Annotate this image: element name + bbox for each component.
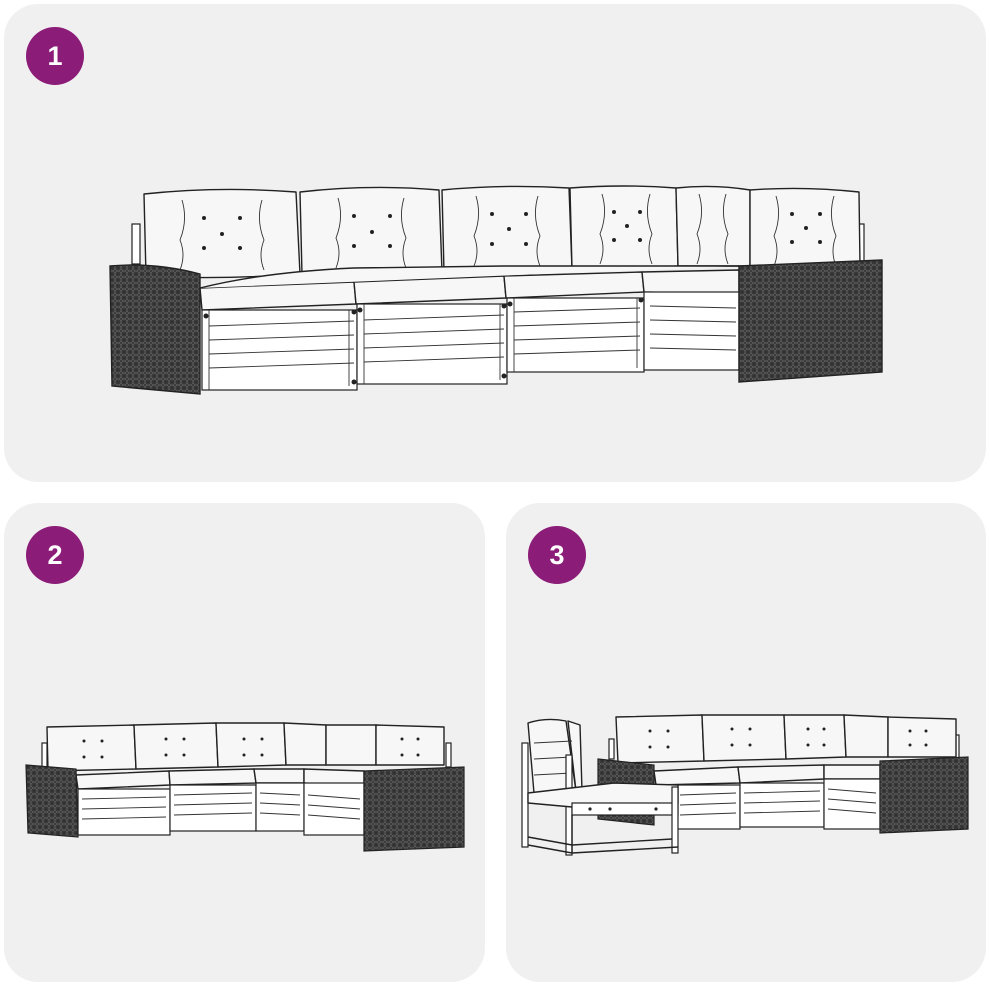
wicker-armrest-left xyxy=(109,264,201,395)
step-badge-1: 1 xyxy=(26,27,84,85)
sofa-illustration-3 xyxy=(521,714,969,856)
corner-module xyxy=(521,718,679,856)
wicker-armrest-right xyxy=(363,766,465,852)
wicker-armrest-right xyxy=(738,259,883,383)
back-cushions xyxy=(143,185,861,279)
panel-step-2: 2 xyxy=(4,503,485,982)
sofa-illustration-1 xyxy=(109,185,883,395)
sofa-illustration-2 xyxy=(25,722,465,852)
wicker-armrest-left xyxy=(25,764,79,838)
panel-step-3: 3 xyxy=(506,503,986,982)
panel-step-1: 1 xyxy=(4,4,986,482)
step-badge-3: 3 xyxy=(528,526,586,584)
wicker-armrest-right xyxy=(879,756,969,834)
step-badge-2: 2 xyxy=(26,526,84,584)
